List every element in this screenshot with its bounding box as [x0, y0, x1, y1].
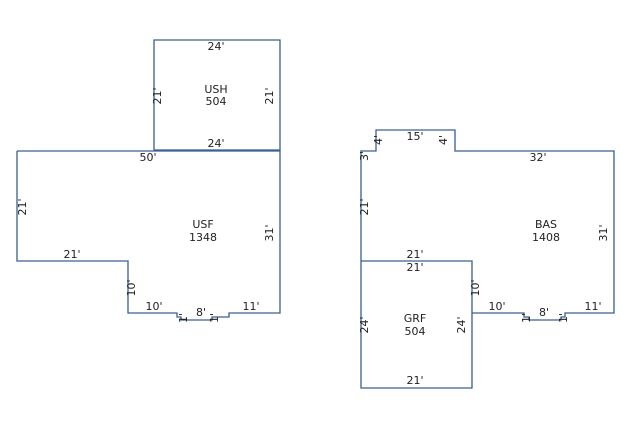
ush-wall [153, 39, 281, 151]
bas-wall [360, 129, 615, 321]
grf-right-dim: 24' [455, 316, 468, 333]
ush-right-dim: 21' [263, 87, 276, 104]
bas-area-name: BAS [535, 218, 557, 231]
bas-entry-dim: 8' [539, 306, 549, 319]
bas-area-size: 1408 [532, 231, 560, 244]
usf-tick-a-dim: 1' [177, 313, 190, 323]
ush-top-dim: 24' [207, 40, 224, 53]
bas-left-dim: 21' [358, 198, 371, 215]
usf-area-size: 1348 [189, 231, 217, 244]
usf-bottom-left-dim: 10' [145, 300, 162, 313]
grf-left-dim: 24' [358, 316, 371, 333]
bas-notch-dim: 10' [469, 279, 482, 296]
bas-bottom-left-dim: 10' [488, 300, 505, 313]
ush-area-name: USH [204, 83, 227, 96]
ush-left-dim: 21' [151, 87, 164, 104]
bas-mid-dim: 21' [406, 248, 423, 261]
usf-notch-left-dim: 10' [125, 279, 138, 296]
usf-entry-dim: 8' [196, 306, 206, 319]
usf-step-dim: 21' [63, 248, 80, 261]
usf-tick-b-dim: 1' [208, 313, 221, 323]
bas-bump-left-dim: 4' [372, 135, 385, 145]
grf-wall [360, 260, 473, 389]
bas-bottom-right-dim: 11' [584, 300, 601, 313]
bas-bump-right-dim: 4' [437, 135, 450, 145]
grf-top-dim: 21' [406, 261, 423, 274]
usf-top-dim: 50' [139, 151, 156, 164]
basement-outline [360, 129, 615, 389]
usf-left-dim: 21' [16, 198, 29, 215]
grf-bottom-dim: 21' [406, 374, 423, 387]
bas-corner-dim: 3' [358, 151, 371, 161]
bas-top-bump-dim: 15' [406, 130, 423, 143]
bas-tick-a-dim: 1' [520, 313, 533, 323]
ush-bottom-dim: 24' [207, 137, 224, 150]
usf-right-dim: 31' [263, 224, 276, 241]
usf-area-name: USF [192, 218, 213, 231]
grf-area-size: 504 [405, 325, 426, 338]
bas-right-dim: 31' [597, 224, 610, 241]
grf-area-name: GRF [404, 312, 427, 325]
usf-bottom-right-dim: 11' [242, 300, 259, 313]
bas-tick-b-dim: 1' [557, 313, 570, 323]
upper-story-outline [16, 39, 281, 321]
ush-area-size: 504 [206, 95, 227, 108]
bas-top-dim: 32' [529, 151, 546, 164]
usf-wall [16, 150, 281, 321]
